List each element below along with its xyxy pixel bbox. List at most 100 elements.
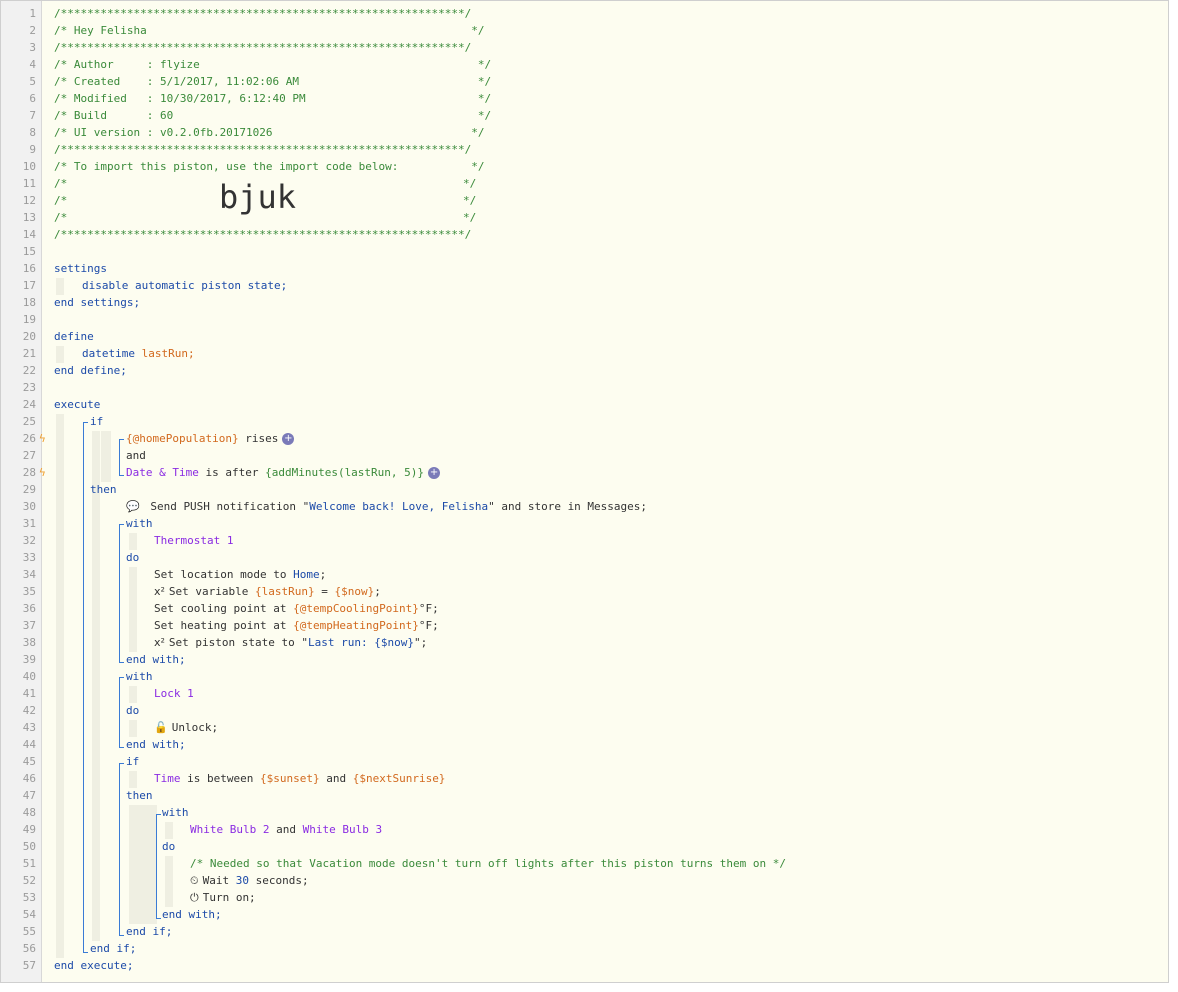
end-if: end if; xyxy=(90,942,137,955)
define-keyword[interactable]: define xyxy=(54,330,94,343)
header-border: /***************************************… xyxy=(54,7,472,20)
push-message[interactable]: Welcome back! Love, Felisha xyxy=(309,500,489,513)
line-number: 31 xyxy=(22,517,36,530)
time-condition[interactable]: Time xyxy=(154,772,181,785)
header-build: /* Build : 60 */ xyxy=(54,109,492,122)
line-number: 16 xyxy=(22,262,36,275)
line-number: 9 xyxy=(29,143,36,156)
send-push-prefix: Send PUSH notification " xyxy=(143,500,310,513)
if-keyword[interactable]: if xyxy=(90,415,104,428)
line-number: 47 xyxy=(22,789,36,802)
white-bulb-2-device[interactable]: White Bulb 2 xyxy=(190,823,270,836)
line-number: 54 xyxy=(22,908,36,921)
header-blank-left: /* xyxy=(54,177,68,190)
line-number: 53 xyxy=(22,891,36,904)
line-number: 37 xyxy=(22,619,36,632)
with-keyword[interactable]: with xyxy=(162,806,189,819)
end-settings: end settings; xyxy=(54,296,141,309)
line-number: 56 xyxy=(22,942,36,955)
set-state-text: Set piston state to " xyxy=(168,636,308,649)
cond-tick-bottom xyxy=(119,475,124,476)
is-after-text: is after xyxy=(198,466,266,479)
header-author: /* Author : flyize */ xyxy=(54,58,492,71)
if2-band xyxy=(129,771,137,788)
if-keyword[interactable]: if xyxy=(126,755,140,768)
semicolon: ; xyxy=(319,568,327,581)
disable-setting[interactable]: disable automatic piston state; xyxy=(82,279,288,292)
line-number: 2 xyxy=(29,24,36,37)
home-mode[interactable]: Home xyxy=(293,568,320,581)
line-number: 39 xyxy=(22,653,36,666)
datetime-type: datetime xyxy=(82,347,135,360)
homePopulation-var[interactable]: {@homePopulation} xyxy=(126,432,239,445)
do-keyword: do xyxy=(162,840,176,853)
header-blank-left: /* xyxy=(54,194,68,207)
line-number: 49 xyxy=(22,823,36,836)
with2-band xyxy=(129,686,137,703)
wait-duration[interactable]: 30 xyxy=(235,874,249,887)
thermostat-device[interactable]: Thermostat 1 xyxy=(154,534,234,547)
lastRun-ref[interactable]: {lastRun} xyxy=(255,585,315,598)
with1-bracket xyxy=(119,524,120,662)
if1-bracket xyxy=(83,422,84,952)
settings-keyword[interactable]: settings xyxy=(54,262,107,275)
line-number: 12 xyxy=(22,194,36,207)
line-number: 42 xyxy=(22,704,36,717)
line-number: 48 xyxy=(22,806,36,819)
line-number: 8 xyxy=(29,126,36,139)
header-import-text: /* To import this piston, use the import… xyxy=(54,160,485,173)
addMinutes-expr[interactable]: {addMinutes(lastRun, 5)} xyxy=(265,466,425,479)
line-number: 57 xyxy=(22,959,36,972)
unlock-command[interactable]: Unlock; xyxy=(171,721,219,734)
with3-bracket xyxy=(156,814,157,918)
vacation-comment: /* Needed so that Vacation mode doesn't … xyxy=(190,857,787,870)
line-number: 51 xyxy=(22,857,36,870)
with1-tick-top xyxy=(119,524,124,525)
line-number: 6 xyxy=(29,92,36,105)
unlock-icon: 🔓 xyxy=(154,721,168,734)
and-operator[interactable]: and xyxy=(126,449,146,462)
execute-keyword[interactable]: execute xyxy=(54,398,101,411)
settings-block-band xyxy=(56,278,64,295)
datetime-condition[interactable]: Date & Time xyxy=(126,466,199,479)
nextSunrise-var[interactable]: {$nextSunrise} xyxy=(352,772,446,785)
with-keyword[interactable]: with xyxy=(126,670,153,683)
line-number: 14 xyxy=(22,228,36,241)
with2-bracket xyxy=(119,677,120,747)
add-condition-plus-icon[interactable]: + xyxy=(282,433,295,445)
lastRun-variable[interactable]: lastRun; xyxy=(141,347,195,360)
with-keyword[interactable]: with xyxy=(126,517,153,530)
trigger-bolt-icon: ϟ xyxy=(39,466,46,479)
piston-state-value[interactable]: Last run: {$now} xyxy=(308,636,414,649)
line-number: 36 xyxy=(22,602,36,615)
sunset-var[interactable]: {$sunset} xyxy=(259,772,320,785)
line-number: 1 xyxy=(29,7,36,20)
lock-device[interactable]: Lock 1 xyxy=(154,687,194,700)
line-number: 7 xyxy=(29,109,36,122)
line-number: 34 xyxy=(22,568,36,581)
tempHeatingPoint-var[interactable]: {@tempHeatingPoint} xyxy=(293,619,419,632)
with1-tick-bottom xyxy=(119,662,124,663)
line-number: 4 xyxy=(29,58,36,71)
end-with: end with; xyxy=(126,653,186,666)
header-ui-version: /* UI version : v0.2.0fb.20171026 */ xyxy=(54,126,485,139)
import-code[interactable]: bjuk xyxy=(219,178,297,216)
wait-prefix: Wait xyxy=(202,874,236,887)
if1-tick-top xyxy=(83,422,88,423)
wait-suffix: seconds; xyxy=(248,874,309,887)
add-condition-plus-icon[interactable]: + xyxy=(428,467,441,479)
header-border: /***************************************… xyxy=(54,228,472,241)
chat-icon: 💬 xyxy=(126,500,140,513)
turn-on-command[interactable]: Turn on; xyxy=(202,891,256,904)
if2-tick-top xyxy=(119,763,124,764)
white-bulb-3-device[interactable]: White Bulb 3 xyxy=(302,823,383,836)
do-keyword: do xyxy=(126,551,140,564)
line-number: 23 xyxy=(22,381,36,394)
line-number: 35 xyxy=(22,585,36,598)
with3-band xyxy=(165,822,173,839)
clock-icon: ⏲ xyxy=(190,874,199,887)
then-keyword: then xyxy=(126,789,153,802)
line-number: 3 xyxy=(29,41,36,54)
now-var[interactable]: {$now} xyxy=(334,585,375,598)
tempCoolingPoint-var[interactable]: {@tempCoolingPoint} xyxy=(293,602,419,615)
